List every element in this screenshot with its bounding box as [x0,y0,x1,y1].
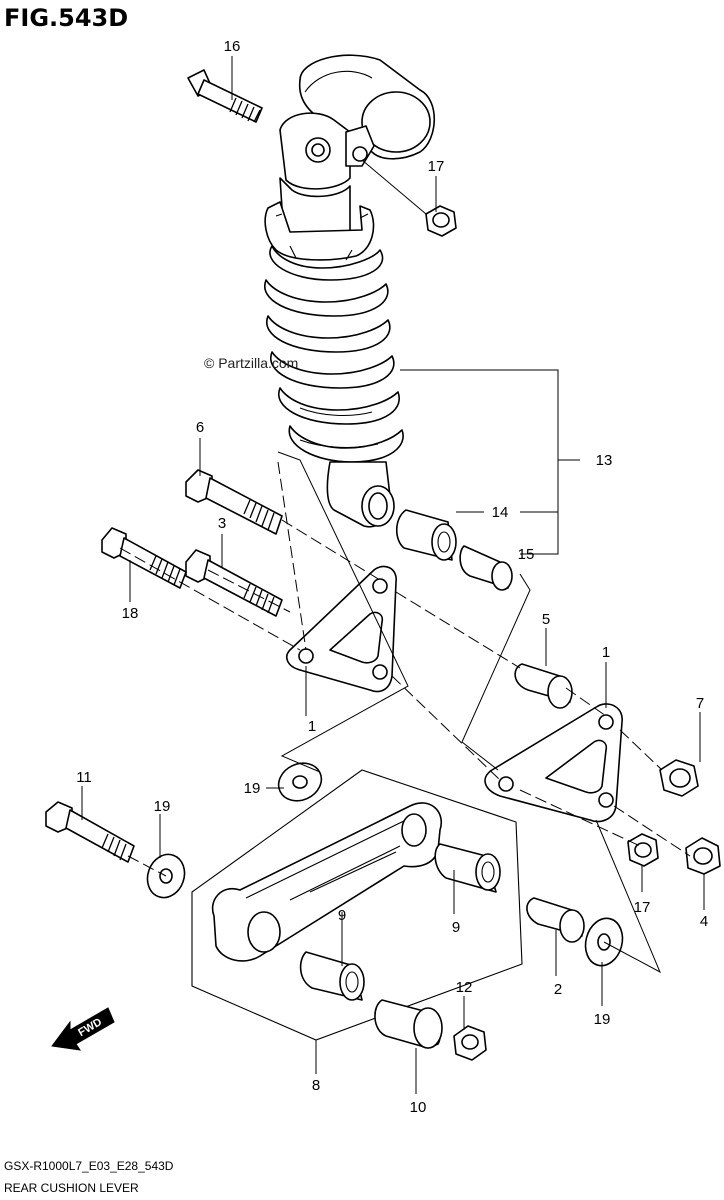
shock-top-eye [279,112,375,190]
callout-19-a: 19 [244,780,261,797]
callout-7: 7 [696,695,704,712]
cushion-rod-plate-left [286,565,397,693]
callout-17-lower: 17 [634,899,651,916]
callout-2: 2 [554,981,562,998]
nut-4 [685,837,721,875]
cushion-lever-8 [211,802,443,962]
shock-absorber [263,54,436,528]
bushing-14 [395,509,457,561]
collar-10 [374,999,443,1049]
shock-body [264,177,375,261]
callout-9-lower: 9 [338,907,346,924]
callout-12: 12 [456,979,473,996]
callout-18: 18 [122,605,139,622]
callout-9-upper: 9 [452,919,460,936]
fwd-arrow-icon: FWD [51,1007,115,1051]
watermark: © Partzilla.com [204,355,298,371]
coil-spring [263,245,404,463]
callout-14: 14 [492,504,509,521]
callout-1-left: 1 [308,718,316,735]
bolt-6 [185,469,283,535]
shock-bottom-eye [326,461,395,528]
reservoir-canister [298,54,436,160]
bearing-9-upper [434,843,501,893]
nut-7 [659,759,699,797]
lever-group-outline [191,769,523,1041]
callout-1-right: 1 [602,644,610,661]
callout-8: 8 [312,1077,320,1094]
figure-caption: REAR CUSHION LEVER [4,1181,139,1195]
callout-17-top: 17 [428,158,445,175]
callout-16: 16 [224,38,241,55]
spacer-2 [526,897,585,943]
nut-17-top [425,205,457,237]
callout-19-b: 19 [154,798,171,815]
figure-title: FIG.543D [4,4,128,32]
callout-13: 13 [596,452,613,469]
cushion-rod-plate-right [484,703,623,823]
assembly-lines [119,451,691,974]
nut-17-lower [627,833,659,867]
callout-4: 4 [700,913,708,930]
callout-6: 6 [196,419,204,436]
spacer-5 [514,663,573,709]
washer-19-a [277,762,323,802]
callout-11: 11 [76,769,92,786]
nut-12 [453,1025,487,1061]
callout-15: 15 [518,546,535,563]
callouts: 16 17 13 6 3 14 15 18 5 1 1 7 19 11 19 9… [76,38,708,1116]
callout-19-c: 19 [594,1011,611,1028]
bolt-11 [45,801,135,863]
callout-5: 5 [542,611,550,628]
model-code: GSX-R1000L7_E03_E28_543D [4,1159,174,1173]
callout-3: 3 [218,515,226,532]
bolt-16 [187,69,263,123]
callout-10: 10 [410,1099,427,1116]
bushing-15 [459,545,513,591]
leader-lines [81,56,705,1094]
bolt-3 [185,549,283,617]
bolt-18 [101,527,187,589]
bearing-9-lower [299,951,365,1001]
